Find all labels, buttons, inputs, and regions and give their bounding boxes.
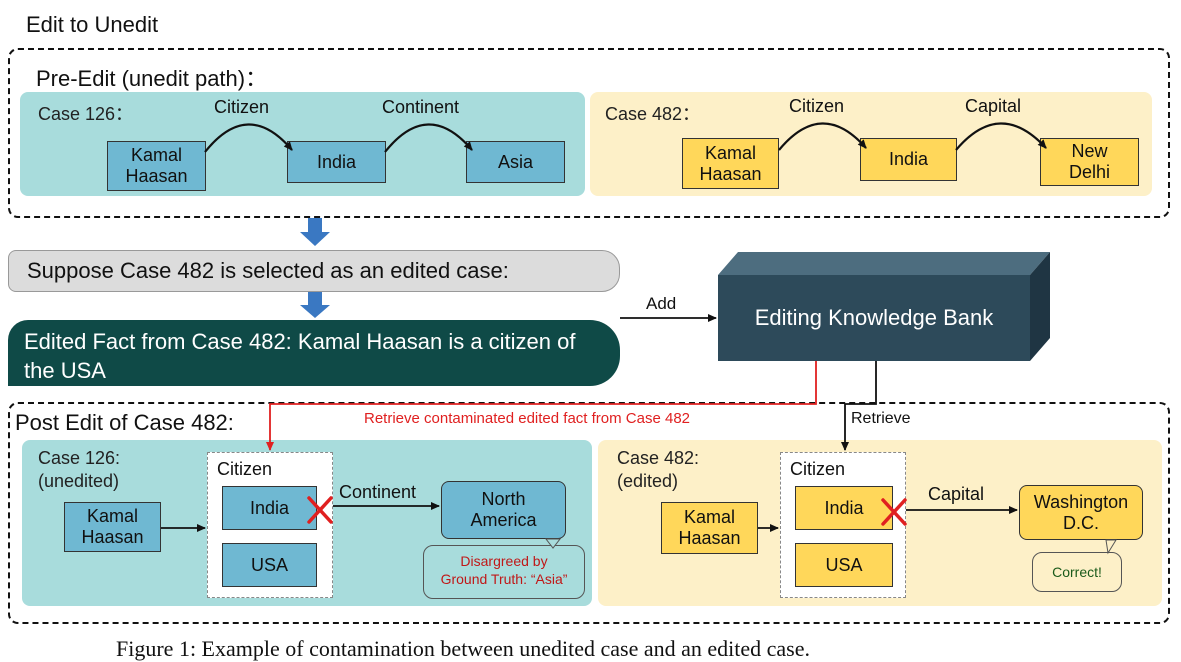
pre-edit-case126-arc1 — [204, 123, 293, 153]
post-edit-frame — [8, 402, 1170, 624]
pre-edit-case126-subject: Kamal Haasan — [107, 141, 206, 191]
pre-edit-case482-arc2 — [955, 122, 1047, 151]
pre-edit-case126-rel1: Citizen — [214, 97, 270, 117]
post-edit-case126-rel: Continent — [339, 482, 417, 502]
post-edit-case126-label: Case 126: (unedited) — [38, 448, 121, 491]
pre-edit-frame — [8, 48, 1170, 218]
add-label: Add — [646, 294, 677, 313]
pre-edit-case126-arc2 — [384, 123, 473, 153]
pre-edit-case482-mid: India — [860, 138, 957, 181]
post-edit-case126-citizen-label: Citizen — [217, 459, 273, 479]
pre-edit-case482-object: New Delhi — [1040, 138, 1139, 186]
down-arrow-1 — [300, 218, 330, 246]
pre-edit-case126-rel2: Continent — [382, 97, 460, 117]
bank-top-face — [718, 252, 1050, 275]
post-edit-case482-callout-tail — [1105, 539, 1117, 555]
post-edit-case482-citizen-label: Citizen — [790, 459, 846, 479]
post-edit-case126-usa: USA — [222, 543, 317, 587]
post-edit-case126-object: North America — [441, 481, 566, 539]
edited-fact-banner: Edited Fact from Case 482: Kamal Haasan … — [8, 320, 620, 386]
pre-edit-case482-arc1 — [778, 122, 867, 151]
post-edit-case482-label: Case 482: (edited) — [617, 448, 700, 491]
post-edit-case126-callout-tail — [544, 538, 562, 549]
pre-edit-case126-mid: India — [287, 141, 386, 183]
pre-edit-case126-object: Asia — [466, 141, 565, 183]
suppose-banner: Suppose Case 482 is selected as an edite… — [8, 250, 620, 292]
post-edit-case482-rel: Capital — [928, 484, 985, 504]
post-edit-label: Post Edit of Case 482: — [15, 410, 234, 435]
post-edit-case482-callout: Correct! — [1032, 552, 1122, 592]
editing-knowledge-bank: Editing Knowledge Bank — [718, 275, 1030, 361]
diagram-title: Edit to Unedit — [26, 12, 159, 37]
pre-edit-case482-subject: Kamal Haasan — [682, 138, 779, 189]
post-edit-case482-object: Washington D.C. — [1019, 485, 1143, 540]
post-edit-case126-cross-icon — [307, 496, 333, 524]
post-edit-case126-callout: Disargreed by Ground Truth: “Asia” — [423, 545, 585, 599]
post-edit-case126-callout-text: Disargreed by Ground Truth: “Asia” — [440, 553, 568, 587]
post-edit-case482-subject: Kamal Haasan — [661, 502, 758, 554]
post-edit-case482-callout-text: Correct! — [1052, 564, 1102, 580]
pre-edit-label: Pre-Edit (unedit path)： — [36, 66, 268, 91]
bank-side-face — [1030, 252, 1050, 361]
post-edit-case482-usa: USA — [795, 543, 893, 587]
post-edit-case126-india: India — [222, 486, 317, 530]
pre-edit-case126-label: Case 126： — [38, 104, 134, 124]
retrieve-arrow — [841, 361, 877, 451]
pre-edit-case482-rel2: Capital — [965, 96, 1022, 116]
pre-edit-case482-rel1: Citizen — [789, 96, 845, 116]
retrieve-label: Retrieve — [851, 410, 911, 427]
post-edit-case482-cross-icon — [881, 498, 907, 526]
post-edit-case126-subject: Kamal Haasan — [64, 502, 161, 552]
post-edit-case482-india: India — [795, 486, 893, 530]
down-arrow-2 — [300, 292, 330, 318]
contaminated-arrow — [266, 361, 817, 451]
contaminated-retrieve-label: Retrieve contaminated edited fact from C… — [364, 410, 691, 427]
pre-edit-case482-label: Case 482： — [605, 104, 701, 124]
